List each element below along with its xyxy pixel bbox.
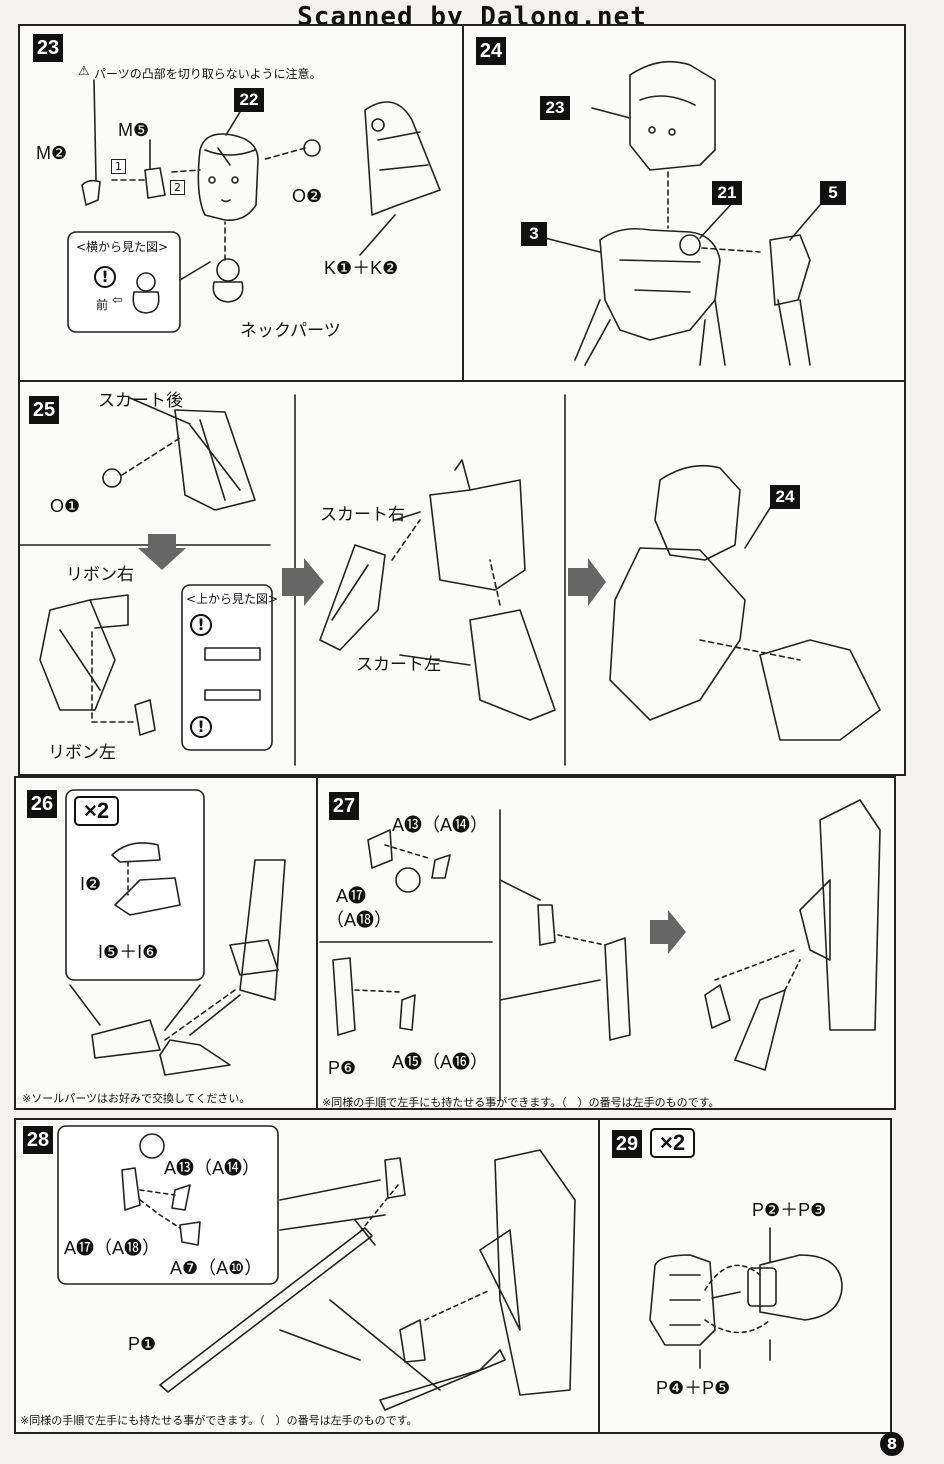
- part-a13-label: A⓭（A⓮）: [164, 1158, 261, 1178]
- head-23-illustration: [629, 60, 716, 171]
- left-hand-note: ※同様の手順で左手にも持たせる事ができます。（ ）の番号は左手のものです。: [322, 1096, 720, 1109]
- front-arrow-icon: ⇦: [112, 293, 123, 308]
- side-view-label: <横から見た図>: [76, 240, 169, 254]
- times-two-badge: ×2: [74, 796, 120, 826]
- step-28-number: 28: [23, 1126, 53, 1154]
- k-part-panel: [364, 101, 441, 216]
- part-22-label: 22: [234, 88, 264, 112]
- part-m5-label: M❺: [118, 120, 150, 140]
- caution-mark-icon: !: [190, 716, 212, 738]
- caution-text: パーツの凸部を切り取らないように注意。: [94, 67, 322, 81]
- neck-part: [212, 258, 244, 303]
- part-p1-label: P❶: [128, 1334, 157, 1354]
- step-27-panel: [316, 776, 896, 1110]
- caution-icon: ⚠: [78, 64, 90, 79]
- caution-mark-icon: !: [94, 266, 116, 288]
- part-5-label: 5: [820, 181, 846, 205]
- page-number: 8: [880, 1432, 904, 1456]
- part-i2-label: I❷: [80, 874, 102, 894]
- torso-illustration: [574, 227, 726, 366]
- skirt-waist: [429, 459, 526, 591]
- top-view-label: <上から見た図>: [186, 592, 279, 606]
- order-1-box: 1: [111, 159, 126, 174]
- order-2-box: 2: [170, 180, 185, 195]
- part-m2-label: M❷: [36, 143, 68, 163]
- part-a17-label: A⓱: [336, 886, 367, 906]
- part-o1-label: O❶: [50, 496, 81, 516]
- part-3-label: 3: [521, 222, 547, 246]
- part-a7-label: A❼（A❿）: [170, 1258, 263, 1278]
- skirt-back: [174, 409, 256, 511]
- part-a15-label: A⓯（A⓰）: [392, 1052, 489, 1072]
- caution-mark-icon: !: [190, 614, 212, 636]
- arm-5-illustration: [769, 234, 811, 366]
- times-two-badge: ×2: [650, 1128, 696, 1158]
- ribbon-right-label: リボン右: [66, 565, 134, 585]
- skirt-left: [469, 609, 556, 721]
- head-illustration: [197, 133, 259, 222]
- part-a13-label: A⓭（A⓮）: [392, 815, 489, 835]
- front-label: 前: [96, 298, 109, 312]
- step-25-number: 25: [29, 396, 59, 424]
- part-p6-label: P❻: [328, 1058, 357, 1078]
- skirt-left-label: スカート左: [356, 655, 441, 675]
- neck-part-label: ネックパーツ: [240, 321, 341, 341]
- part-p4-p5-label: P❹＋P❺: [656, 1378, 731, 1398]
- part-21-label: 21: [712, 181, 742, 205]
- step-29-number: 29: [612, 1130, 642, 1158]
- skirt-right-label: スカート右: [320, 505, 405, 525]
- step-25-panel: [18, 380, 906, 776]
- ribbon-assembly: [39, 594, 156, 736]
- left-hand-note: ※同様の手順で左手にも持たせる事ができます。（ ）の番号は左手のものです。: [20, 1414, 418, 1427]
- step-26-number: 26: [27, 790, 57, 818]
- step-23-number: 23: [33, 34, 63, 62]
- ribbon-left-label: リボン左: [48, 743, 116, 763]
- part-a18-label: （A⓲）: [326, 910, 393, 930]
- step-27-number: 27: [329, 792, 359, 820]
- part-a17-label: A⓱（A⓲）: [64, 1238, 161, 1258]
- part-o2-label: O❷: [292, 186, 323, 206]
- skirt-back-label: スカート後: [98, 391, 183, 411]
- step-24-number: 24: [476, 37, 506, 65]
- step-29-panel: [598, 1118, 892, 1434]
- part-i5-i6-label: I❺＋I❻: [98, 942, 159, 962]
- skirt-right: [319, 544, 386, 651]
- assembled-figure-24: [609, 464, 881, 741]
- part-23-label: 23: [540, 96, 570, 120]
- sole-note: ※ソールパーツはお好みで交換してください。: [22, 1092, 251, 1105]
- part-p2-p3-label: P❷＋P❸: [752, 1200, 827, 1220]
- flow-arrows: [138, 534, 686, 954]
- part-24-label: 24: [770, 485, 800, 509]
- part-k-label: K❶＋K❷: [324, 258, 399, 278]
